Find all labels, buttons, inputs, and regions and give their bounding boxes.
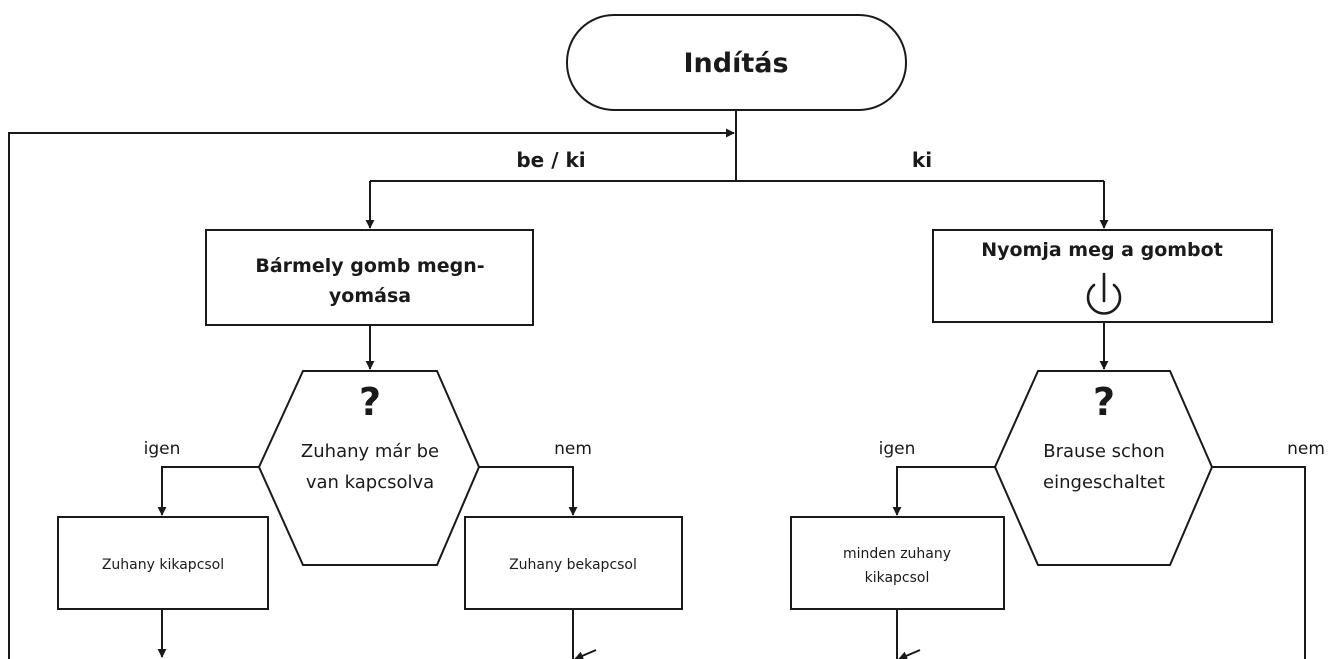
left-no-label: nem	[554, 439, 592, 459]
left-yes-box-label: Zuhany kikapcsol	[102, 557, 224, 573]
right-no-connector	[1212, 466, 1306, 659]
loop-back-connector	[8, 128, 735, 659]
left-action-box	[205, 229, 534, 326]
right-yes-box-label-line1: minden zuhany	[843, 546, 951, 562]
right-action-label: Nyomja meg a gombot	[981, 239, 1223, 261]
left-yes-label: igen	[144, 439, 181, 459]
right-decision-line2: eingeschaltet	[1043, 472, 1165, 493]
left-no-incoming-connector	[574, 649, 597, 659]
start-label: Indítás	[683, 48, 788, 79]
left-decision-line1: Zuhany már be	[301, 441, 439, 462]
right-decision-line1: Brause schon	[1043, 441, 1164, 462]
left-action-label-line1: Bármely gomb megn-	[255, 255, 484, 277]
right-branch-label: ki	[912, 148, 932, 172]
right-yes-box-label-line2: kikapcsol	[865, 570, 930, 586]
right-action-box	[932, 229, 1273, 323]
left-no-box-label: Zuhany bekapcsol	[509, 557, 637, 573]
right-yes-incoming-connector	[898, 649, 921, 659]
right-no-label: nem	[1287, 439, 1325, 459]
right-yes-label: igen	[879, 439, 916, 459]
left-no-connector	[479, 466, 578, 516]
right-yes-connector	[892, 466, 995, 516]
left-branch-label: be / ki	[516, 148, 585, 172]
left-decision-symbol: ?	[359, 380, 381, 424]
right-yes-box	[790, 516, 1005, 610]
right-decision-symbol: ?	[1093, 380, 1115, 424]
power-icon	[1086, 272, 1122, 315]
left-action-label-line2: yomása	[329, 285, 411, 307]
left-yes-connector	[157, 466, 259, 516]
left-decision-line2: van kapcsolva	[306, 472, 434, 493]
